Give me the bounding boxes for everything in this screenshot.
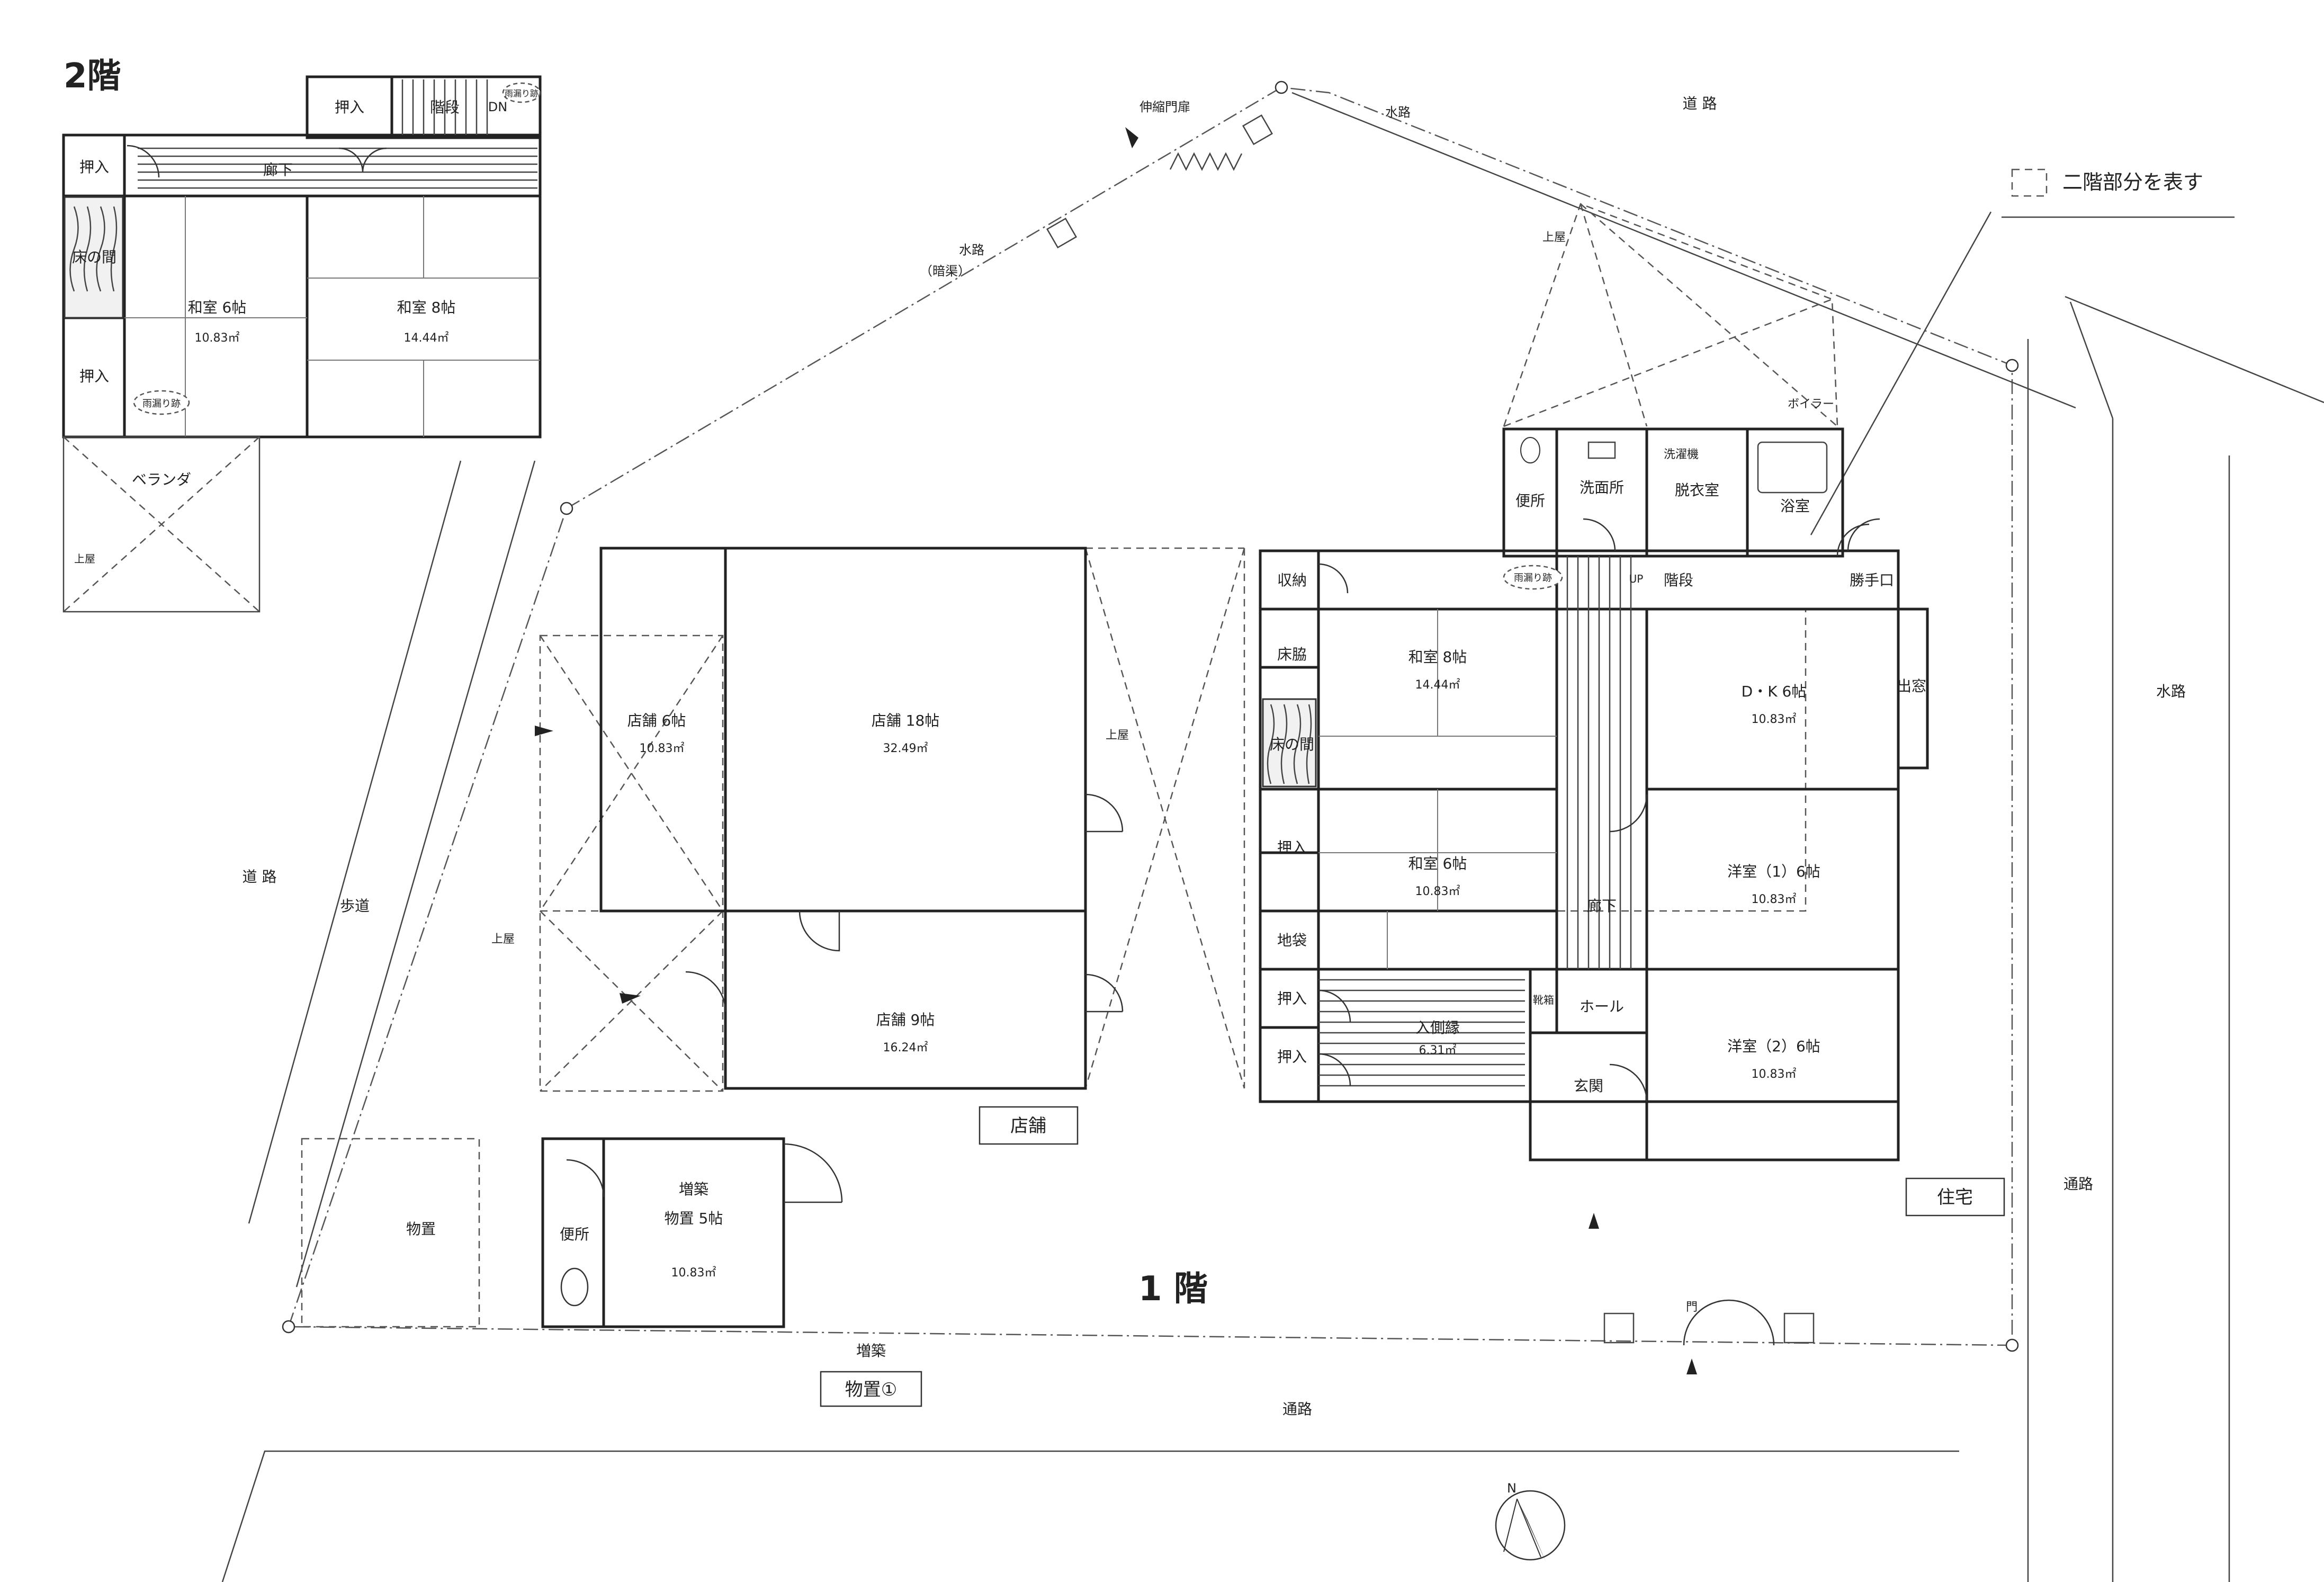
house-sentakuki: 洗濯機 <box>1664 448 1699 461</box>
house-label: 住宅 <box>1937 1187 1973 1208</box>
floor2-plan: 2階 <box>62 57 542 613</box>
tsuro-right-label: 通路 <box>2063 1175 2093 1193</box>
floor2-washitsu6-name: 和室 6帖 <box>188 299 247 316</box>
floor2-tokonoma: 床の間 <box>72 248 116 266</box>
house-kutsubako: 靴箱 <box>1533 994 1554 1006</box>
site-boundaries <box>221 81 2324 1582</box>
house-katteguchi: 勝手口 <box>1850 571 1894 589</box>
shop18-area: 32.49㎡ <box>883 741 928 755</box>
house-washitsu6-name: 和室 6帖 <box>1408 855 1467 872</box>
annex-zouchiku: 増築 <box>679 1181 708 1198</box>
house-rouka: 廊下 <box>1587 897 1617 915</box>
floor2-oshiire-left-1: 押入 <box>79 158 109 176</box>
suiro-diag-label: 水路 <box>959 243 984 257</box>
annex-benjo: 便所 <box>560 1226 589 1243</box>
shop6-area: 10.83㎡ <box>640 741 685 755</box>
ankyo-label: （暗渠） <box>920 264 971 279</box>
house-boiler: ボイラー <box>1788 398 1834 411</box>
hodo-label: 歩道 <box>340 897 370 915</box>
floor2-uwaya: 上屋 <box>74 552 95 565</box>
shop18-name: 店舗 18帖 <box>872 712 940 729</box>
house-mon: 門 <box>1686 1301 1698 1314</box>
house-demado: 出窓 <box>1897 677 1926 695</box>
shinshuku-label: 伸縮門扉 <box>1139 100 1190 114</box>
house-washitsu8-area: 14.44㎡ <box>1415 678 1460 692</box>
floor1-title: 1 階 <box>1138 1270 1208 1309</box>
house-jibukuro: 地袋 <box>1277 932 1307 949</box>
annex-monooki-name: 物置 5帖 <box>665 1210 723 1227</box>
annex-monooki-out: 物置 <box>406 1220 436 1238</box>
house-tokowaki: 床脇 <box>1277 646 1307 663</box>
shop-label: 店舗 <box>1010 1115 1046 1137</box>
house-youshitsu1-name: 洋室（1）6帖 <box>1727 863 1820 880</box>
house-kaidan: 階段 <box>1664 571 1693 589</box>
house-amamori: 雨漏り跡 <box>1514 573 1552 584</box>
floor2-oshiire-left-2: 押入 <box>79 368 109 385</box>
house-irigawa-name: 入側縁 <box>1415 1019 1460 1036</box>
floor2-title: 2階 <box>64 57 121 96</box>
floor2-washitsu8-name: 和室 8帖 <box>397 299 456 316</box>
house-oshiire-2: 押入 <box>1277 990 1307 1007</box>
house-datsui: 脱衣室 <box>1675 481 1719 499</box>
suiro-right-label: 水路 <box>2156 683 2186 700</box>
house-youshitsu1-area: 10.83㎡ <box>1752 892 1797 906</box>
house-dk-area: 10.83㎡ <box>1752 712 1797 726</box>
north-label: N <box>1507 1481 1517 1496</box>
house-oshiire-1: 押入 <box>1277 839 1307 856</box>
house-shuno: 収納 <box>1277 571 1307 589</box>
shop-uwaya-left: 上屋 <box>491 933 515 946</box>
house-youshitsu2-name: 洋室（2）6帖 <box>1727 1038 1820 1055</box>
house-tokonoma: 床の間 <box>1270 736 1314 753</box>
shop6-name: 店舗 6帖 <box>627 712 686 729</box>
floor2-amamori-1: 雨漏り跡 <box>505 88 539 99</box>
house-genkan: 玄関 <box>1574 1077 1603 1095</box>
legend-text: 二階部分を表す <box>2062 171 2203 194</box>
house-irigawa-area: 6.31㎡ <box>1419 1043 1457 1057</box>
tsuro-bottom-label: 通路 <box>1282 1400 1312 1418</box>
house-washitsu6-area: 10.83㎡ <box>1415 884 1460 898</box>
floor2-amamori-2: 雨漏り跡 <box>142 398 181 409</box>
house-dk-name: D・K 6帖 <box>1742 683 1807 700</box>
shop9-area: 16.24㎡ <box>883 1041 928 1054</box>
house-building: 収納 床脇 床の間 押入 地袋 押入 押入 和室 8帖 14.44㎡ 和室 6帖… <box>1259 203 2005 1374</box>
floor2-washitsu6-area: 10.83㎡ <box>195 331 240 345</box>
legend: 二階部分を表す <box>2011 168 2203 197</box>
house-youshitsu2-area: 10.83㎡ <box>1752 1067 1797 1081</box>
house-benjo: 便所 <box>1515 492 1545 510</box>
north-compass-icon: N <box>1495 1481 1566 1562</box>
floor2-veranda: ベランダ <box>132 471 191 488</box>
house-oshiire-3: 押入 <box>1277 1048 1307 1066</box>
floor2-rouka: 廊下 <box>263 161 293 178</box>
house-hall: ホール <box>1580 998 1624 1015</box>
shop-uwaya-right: 上屋 <box>1106 729 1129 742</box>
shop-building: 店舗 6帖 10.83㎡ 店舗 18帖 32.49㎡ 店舗 9帖 16.24㎡ … <box>491 547 1245 1145</box>
house-uwaya: 上屋 <box>1542 231 1566 244</box>
annex-label: 物置① <box>845 1379 897 1400</box>
annex-building: 増築 物置 5帖 10.83㎡ 便所 物置 増築 物置① <box>301 1137 922 1407</box>
road-top-label: 道 路 <box>1683 95 1717 112</box>
annex-zouchiku-bottom: 増築 <box>856 1342 886 1360</box>
house-yokushitsu: 浴室 <box>1780 497 1810 515</box>
suiro-top-label: 水路 <box>1385 105 1411 120</box>
floor2-kaidan: 階段 <box>430 99 460 116</box>
shop9-name: 店舗 9帖 <box>876 1011 935 1029</box>
annex-monooki-area: 10.83㎡ <box>671 1266 716 1280</box>
road-left-label: 道 路 <box>243 868 277 886</box>
house-washitsu8-name: 和室 8帖 <box>1408 648 1467 666</box>
floor2-washitsu8-area: 14.44㎡ <box>404 331 449 345</box>
house-up: UP <box>1629 573 1644 585</box>
floor2-dn: DN <box>488 100 507 114</box>
site-labels: 道 路 道 路 歩道 水路 水路 （暗渠） 伸縮門扉 水路 通路 通路 <box>243 95 2186 1418</box>
floor2-oshiire-top: 押入 <box>335 99 364 116</box>
house-senmen: 洗面所 <box>1580 479 1624 496</box>
